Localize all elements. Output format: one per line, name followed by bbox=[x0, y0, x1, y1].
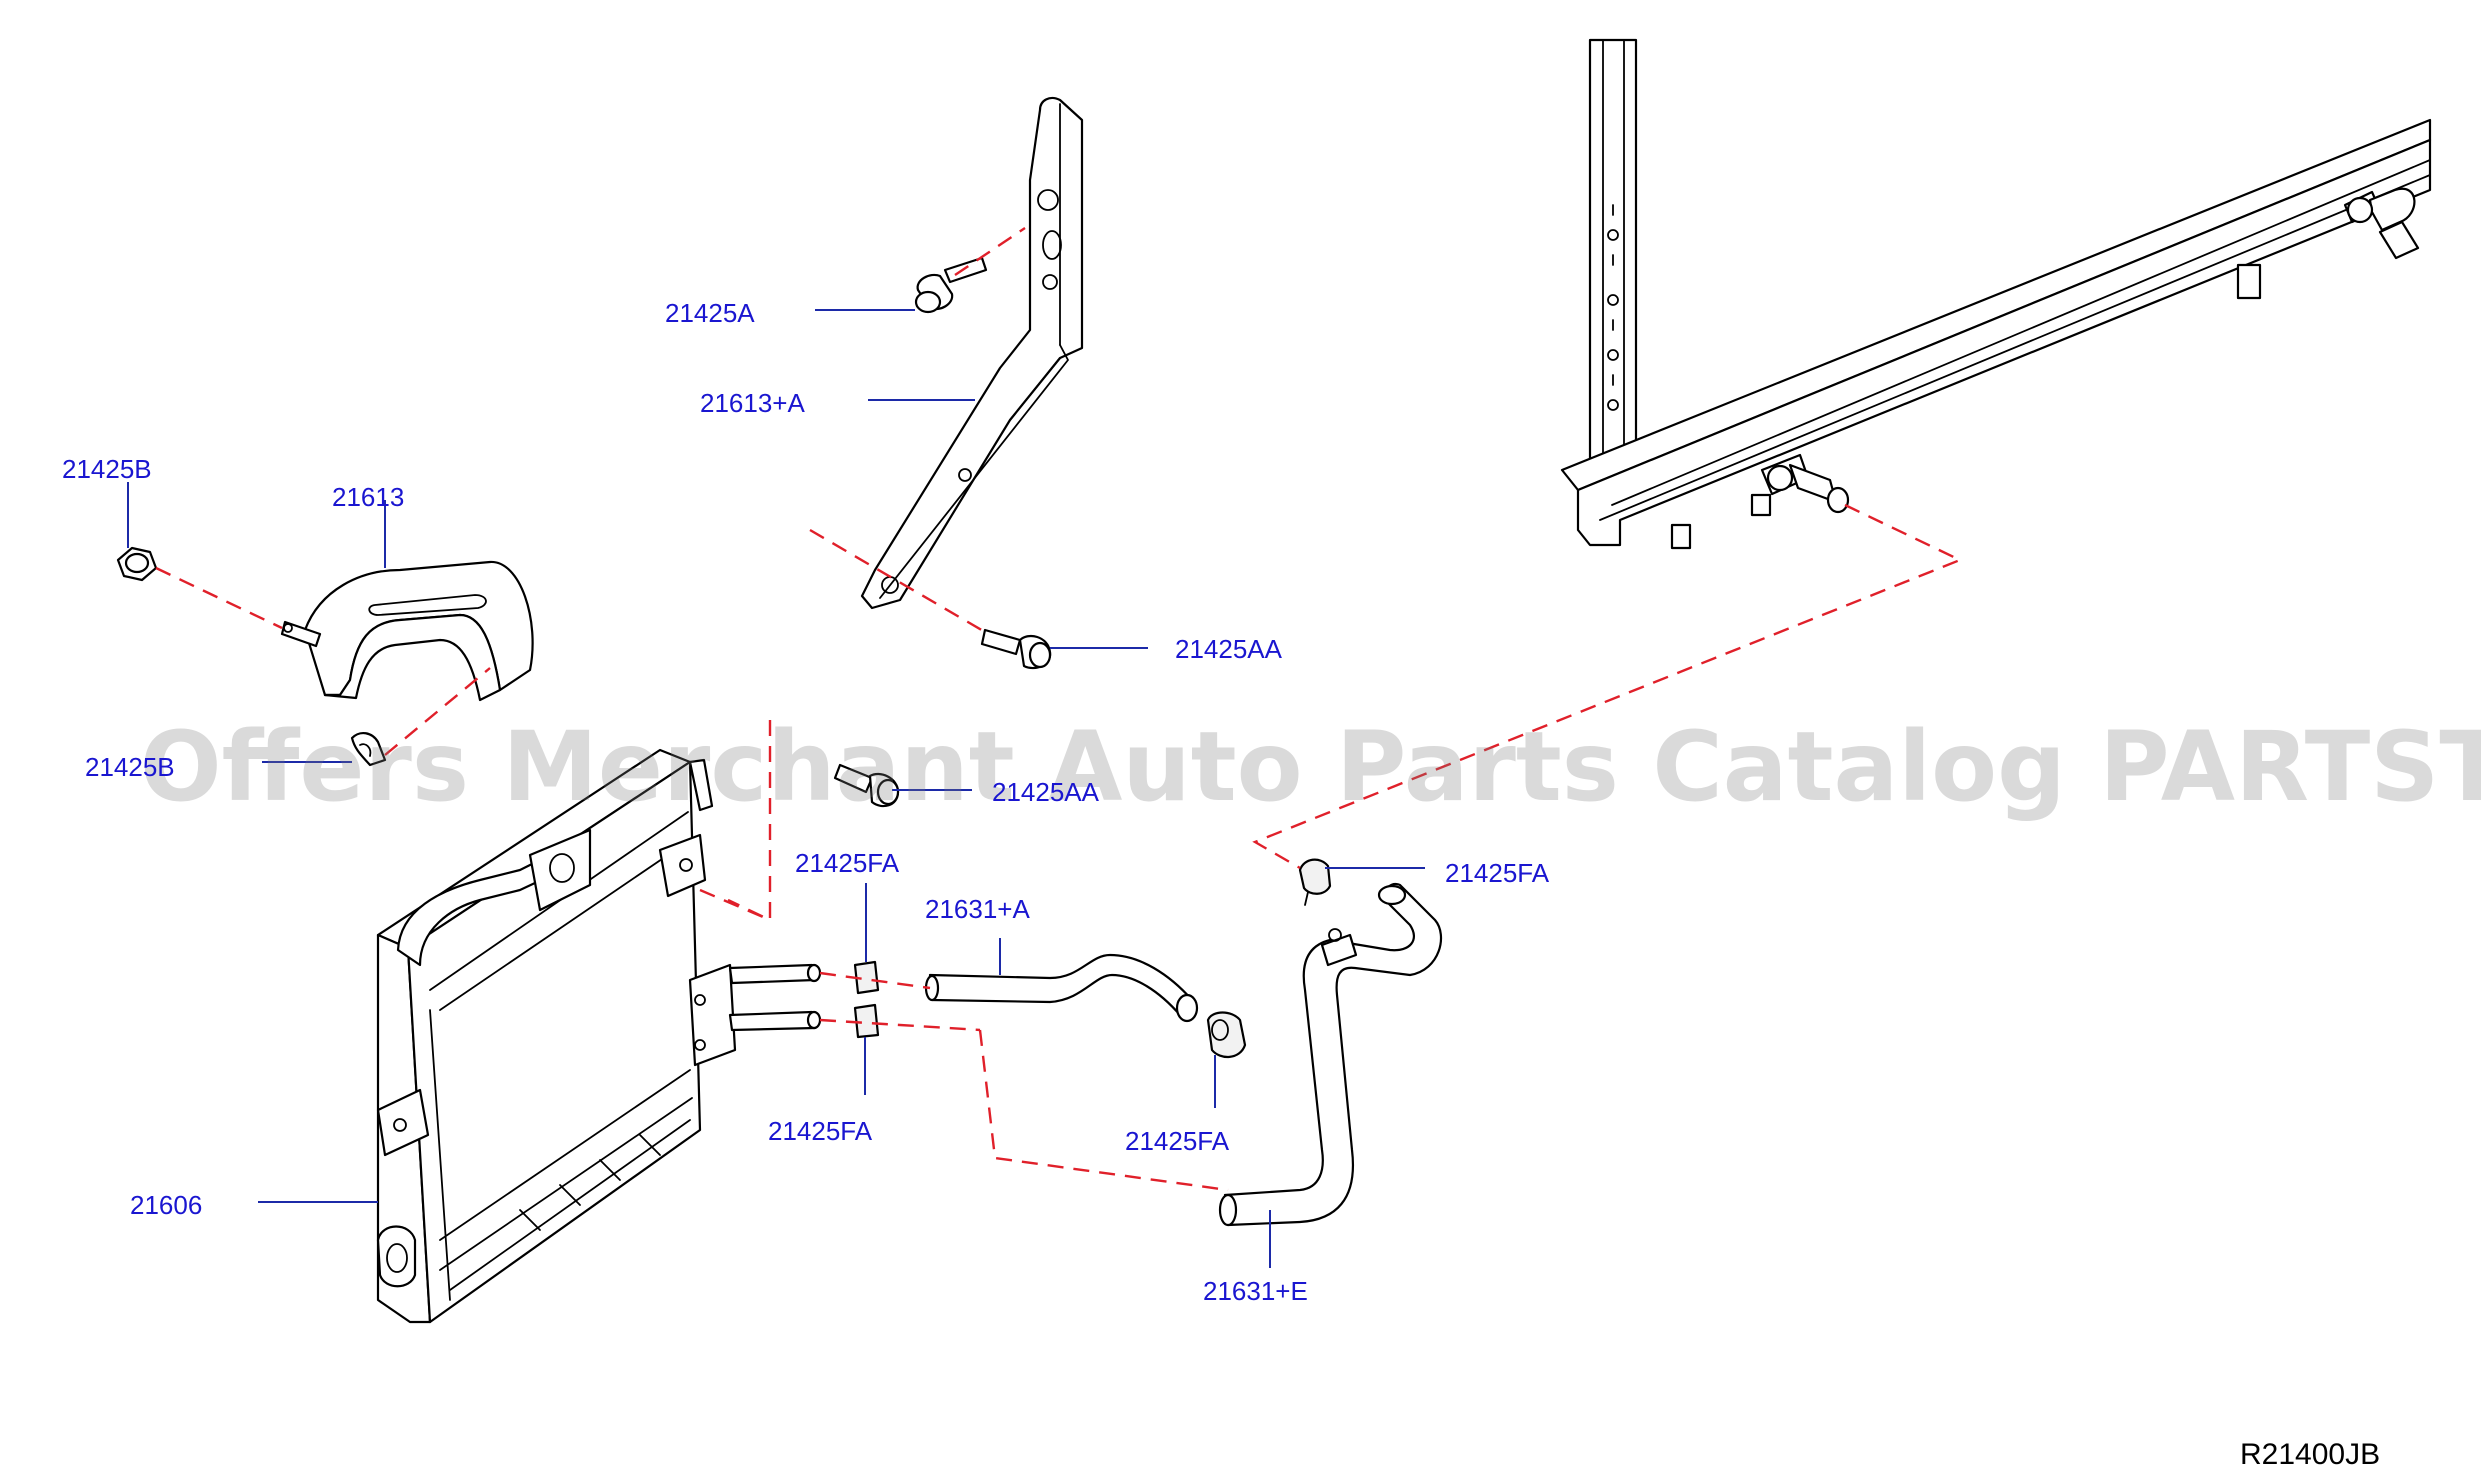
oil-cooler-21606 bbox=[376, 748, 822, 1324]
label-21425fa-lower-mid: 21425FA bbox=[768, 1116, 873, 1146]
watermark-text: Offers Merchant Auto Parts Catalog PARTS… bbox=[140, 711, 2481, 823]
clip-21425b-mid bbox=[350, 732, 387, 767]
label-21631-e: 21631+E bbox=[1203, 1276, 1308, 1306]
bolt-21425a bbox=[914, 256, 988, 314]
label-21631-a: 21631+A bbox=[925, 894, 1030, 924]
bracket-21613 bbox=[280, 560, 534, 702]
clamp-21425fa-upper bbox=[853, 960, 880, 995]
nut-21425b-top bbox=[116, 546, 158, 582]
label-21425a: 21425A bbox=[665, 298, 755, 328]
bolt-21425aa-mid bbox=[833, 763, 900, 808]
label-21425b-mid: 21425B bbox=[85, 752, 175, 782]
callout-labels: 21425A 21613+A 21425B 21613 21425AA 2142… bbox=[62, 298, 1550, 1306]
leader-lines bbox=[127, 309, 1425, 1268]
diagram-code: R21400JB bbox=[2240, 1438, 2380, 1471]
bolt-21425aa-upper bbox=[980, 628, 1052, 670]
label-21613: 21613 bbox=[332, 482, 404, 512]
clamp-21425fa-lower bbox=[853, 1003, 880, 1039]
radiator-assembly bbox=[1560, 38, 2432, 550]
clamp-21425fa-right bbox=[1298, 858, 1332, 906]
clamp-21425fa-hose-end bbox=[1206, 1011, 1247, 1058]
label-21425fa-upper-mid: 21425FA bbox=[795, 848, 900, 878]
hose-21631-a bbox=[924, 953, 1199, 1023]
label-21613-a: 21613+A bbox=[700, 388, 805, 418]
label-21425b-top: 21425B bbox=[62, 454, 152, 484]
label-21425aa-mid: 21425AA bbox=[992, 777, 1100, 807]
assembly-dashed-lines bbox=[155, 227, 1963, 1192]
label-21425aa-upper: 21425AA bbox=[1175, 634, 1283, 664]
label-21425fa-lower-right: 21425FA bbox=[1125, 1126, 1230, 1156]
label-21606: 21606 bbox=[130, 1190, 202, 1220]
bracket-21613-a bbox=[860, 96, 1084, 610]
hose-21631-e bbox=[1218, 882, 1443, 1227]
label-21425fa-right: 21425FA bbox=[1445, 858, 1550, 888]
